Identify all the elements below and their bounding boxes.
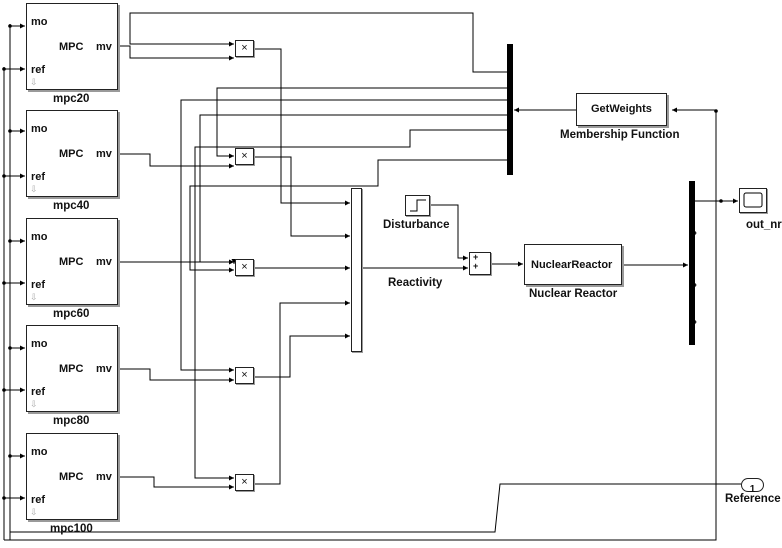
signal-line-23: [199, 114, 507, 265]
mpc-block-mpc20[interactable]: mo MPC mv ref ⇩: [26, 3, 118, 90]
mpc-center-label: MPC: [59, 148, 84, 160]
ref-port-label: ref: [31, 494, 46, 506]
branch-point: [8, 346, 12, 350]
ref-port-label: ref: [31, 171, 46, 183]
product-block-2[interactable]: ×: [235, 148, 254, 165]
mo-port-label: mo: [31, 123, 48, 135]
signal-line-24: [194, 129, 507, 481]
signal-line-30: [254, 300, 350, 485]
mpc-caption-mpc40: mpc40: [53, 200, 90, 212]
mpc-block-mpc80[interactable]: mo MPC mv ref ⇩: [26, 325, 118, 412]
disturbance-caption: Disturbance: [383, 219, 450, 231]
disturbance-step-block[interactable]: [405, 195, 430, 216]
mv-port-label: mv: [96, 41, 112, 53]
mpc-center-label: MPC: [59, 471, 84, 483]
mv-port-label: mv: [96, 471, 112, 483]
scope-caption: out_nr: [746, 219, 782, 231]
ref-port-label: ref: [31, 64, 46, 76]
mo-port-label: mo: [31, 338, 48, 350]
signal-line-25: [189, 159, 507, 273]
branch-point: [2, 388, 6, 392]
signal-line-27: [254, 156, 350, 239]
mv-port-label: mv: [96, 148, 112, 160]
signal-line-16: [119, 153, 234, 169]
signal-line-22: [180, 99, 507, 373]
signal-line-33: [430, 204, 468, 261]
reference-caption: Reference: [725, 493, 781, 505]
mpc-center-label: MPC: [59, 41, 84, 53]
branch-point: [714, 109, 718, 113]
branch-point: [8, 239, 12, 243]
nuclear-reactor-caption: Nuclear Reactor: [529, 288, 618, 300]
weights-demux-bar[interactable]: [507, 44, 513, 175]
mv-port-label: mv: [96, 256, 112, 268]
down-arrow-icon: ⇩: [30, 184, 38, 194]
signal-line-15: [119, 45, 234, 61]
down-arrow-icon: ⇩: [30, 507, 38, 517]
product-block-1[interactable]: ×: [235, 40, 254, 57]
scope-icon: [743, 192, 763, 208]
mpc-block-mpc60[interactable]: mo MPC mv ref ⇩: [26, 218, 118, 305]
down-arrow-icon: ⇩: [30, 292, 38, 302]
mpc-block-mpc40[interactable]: mo MPC mv ref ⇩: [26, 110, 118, 197]
product-block-4[interactable]: ×: [235, 367, 254, 384]
signal-line-20: [129, 12, 507, 73]
mpc-center-label: MPC: [59, 363, 84, 375]
product-block-3[interactable]: ×: [235, 259, 254, 276]
nuclear-reactor-block[interactable]: NuclearReactor: [524, 244, 622, 285]
mpc-block-mpc100[interactable]: mo MPC mv ref ⇩: [26, 433, 118, 520]
mpc-caption-mpc20: mpc20: [53, 93, 90, 105]
down-arrow-icon: ⇩: [30, 77, 38, 87]
nuclear-reactor-label: NuclearReactor: [531, 259, 613, 271]
mv-port-label: mv: [96, 363, 112, 375]
step-icon: [410, 199, 426, 212]
sum-block[interactable]: + +: [469, 252, 491, 275]
reactivity-sum-block[interactable]: [351, 188, 362, 352]
branch-point: [2, 281, 6, 285]
signal-line-19: [119, 476, 234, 490]
ref-port-label: ref: [31, 279, 46, 291]
branch-point: [8, 454, 12, 458]
branch-point: [2, 174, 6, 178]
signal-line-13: [4, 107, 717, 541]
sum-sign-1: +: [473, 252, 479, 262]
signal-line-14: [10, 483, 741, 533]
branch-point: [8, 24, 12, 28]
mpc-caption-mpc80: mpc80: [53, 415, 90, 427]
sum-sign-2: +: [473, 261, 479, 271]
product-block-5[interactable]: ×: [235, 474, 254, 491]
mo-port-label: mo: [31, 446, 48, 458]
branch-point: [8, 129, 12, 133]
branch-point: [2, 67, 6, 71]
branch-point: [2, 496, 6, 500]
reactivity-label: Reactivity: [388, 277, 443, 289]
reference-port-number: 1: [749, 484, 756, 495]
mpc-caption-mpc60: mpc60: [53, 308, 90, 320]
getweights-label: GetWeights: [591, 103, 652, 115]
getweights-block[interactable]: GetWeights: [576, 93, 667, 126]
signal-line-26: [254, 48, 350, 206]
ref-port-label: ref: [31, 386, 46, 398]
mo-port-label: mo: [31, 231, 48, 243]
mo-port-label: mo: [31, 16, 48, 28]
reference-inport[interactable]: 1: [741, 478, 764, 495]
signal-line-21: [216, 87, 507, 159]
mpc-caption-mpc100: mpc100: [50, 523, 93, 535]
down-arrow-icon: ⇩: [30, 399, 38, 409]
signal-line-18: [119, 368, 234, 383]
membership-function-caption: Membership Function: [560, 129, 680, 141]
branch-point: [719, 199, 723, 203]
signal-line-29: [254, 333, 350, 378]
output-mux-bar[interactable]: [689, 181, 695, 345]
scope-block[interactable]: [739, 188, 767, 213]
mpc-center-label: MPC: [59, 256, 84, 268]
